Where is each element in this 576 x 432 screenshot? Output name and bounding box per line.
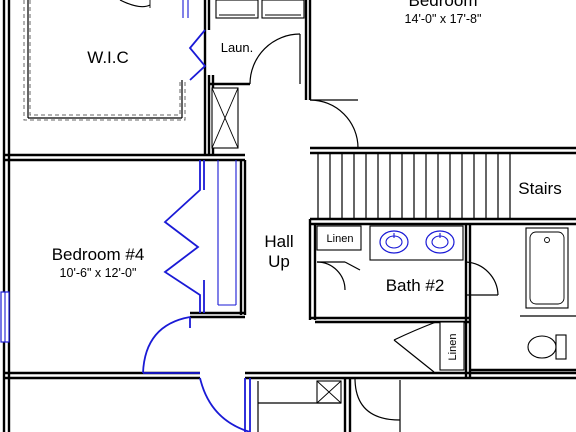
room-label-bedroom: Bedroom xyxy=(409,0,478,10)
stairs xyxy=(317,153,511,219)
laundry-door-swing xyxy=(249,33,301,85)
wic-shelves xyxy=(23,0,186,121)
room-label-wic: W.I.C xyxy=(87,48,129,67)
room-label-bath2: Bath #2 xyxy=(386,276,445,295)
bathtub xyxy=(525,227,569,309)
room-label-hall: Hall xyxy=(264,232,293,251)
linen-b-box xyxy=(439,321,465,371)
sink-left xyxy=(379,230,409,254)
sink-right xyxy=(425,230,455,254)
lower-closet xyxy=(257,380,342,432)
room-dims-bedroom: 14'-0" x 17'-8" xyxy=(405,12,482,26)
room-label-linen-b: Linen xyxy=(447,334,459,361)
bedroom4-closet xyxy=(163,160,237,313)
wic-door-swing xyxy=(119,0,151,8)
toilet xyxy=(527,334,567,360)
lower-right-door xyxy=(354,377,401,421)
room-label-hall-up: Up xyxy=(268,252,290,271)
linen-b-door xyxy=(393,321,437,341)
laundry-appliances xyxy=(215,0,305,19)
room-label-bedroom4: Bedroom #4 xyxy=(52,245,145,264)
room-label-laundry: Laun. xyxy=(221,40,254,55)
lower-door-blue xyxy=(199,377,251,432)
bedroom4-door xyxy=(142,316,200,374)
linen-a-box xyxy=(316,225,362,251)
bedroom-door-swing xyxy=(309,99,359,149)
bath-door-swing xyxy=(465,261,499,296)
room-label-stairs: Stairs xyxy=(518,179,561,198)
wic-door xyxy=(182,0,207,81)
room-label-linen-a: Linen xyxy=(327,233,354,245)
room-dims-bedroom4: 10'-6" x 12'-0" xyxy=(60,266,137,280)
bedroom4-window xyxy=(0,291,10,343)
linen-a-door xyxy=(316,261,346,291)
